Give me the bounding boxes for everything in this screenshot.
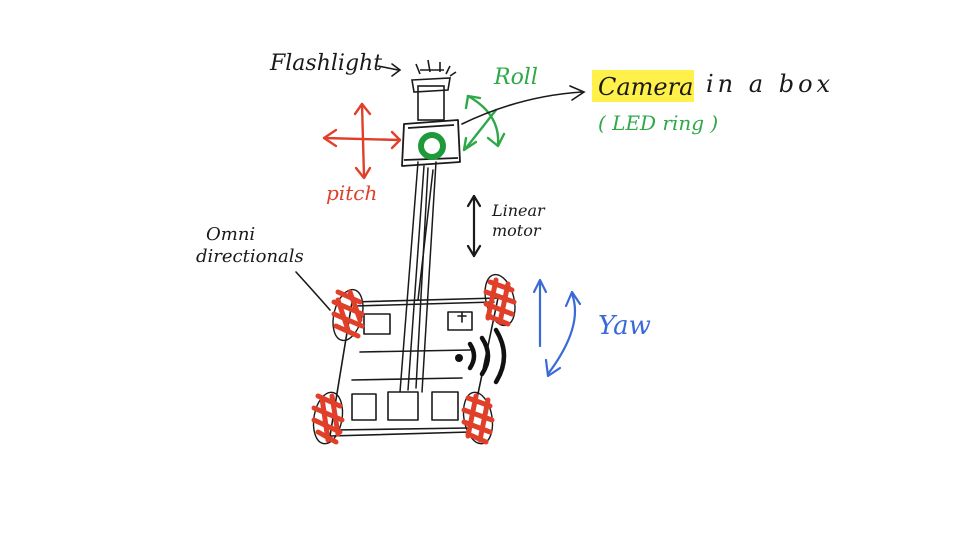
wifi-signal-icon xyxy=(455,327,507,385)
roll-arrows xyxy=(462,94,506,152)
omni-wheel-front-left xyxy=(331,288,365,342)
omni-wheel-front-right xyxy=(483,273,517,327)
label-omni-line1: Omni xyxy=(206,224,255,245)
flashlight-mount xyxy=(411,59,457,121)
callout-lines xyxy=(295,63,586,311)
flashlight-callout-line xyxy=(377,65,399,71)
label-yaw: Yaw xyxy=(598,311,651,341)
camera-callout-line xyxy=(461,91,583,125)
label-camera: Camera xyxy=(598,73,693,101)
label-pitch: pitch xyxy=(326,181,377,205)
label-roll: Roll xyxy=(493,65,538,90)
linear-mast xyxy=(399,161,437,393)
yaw-arrows xyxy=(532,278,582,378)
linear-motor-arrow xyxy=(466,194,482,258)
omni-callout-line xyxy=(295,271,331,311)
label-omni-line2: directionals xyxy=(196,246,304,267)
label-in-a-box: in a box xyxy=(706,70,834,98)
label-motor: motor xyxy=(492,221,542,240)
label-linear: Linear xyxy=(491,201,546,220)
omni-wheel-rear-right xyxy=(461,391,495,445)
omni-wheel-rear-left xyxy=(311,391,345,445)
led-ring-icon xyxy=(418,132,446,160)
camera-highlight xyxy=(592,70,694,102)
label-led-ring: ( LED ring ) xyxy=(598,111,718,135)
label-flashlight: Flashlight xyxy=(269,51,382,76)
pitch-arrows xyxy=(322,102,402,180)
